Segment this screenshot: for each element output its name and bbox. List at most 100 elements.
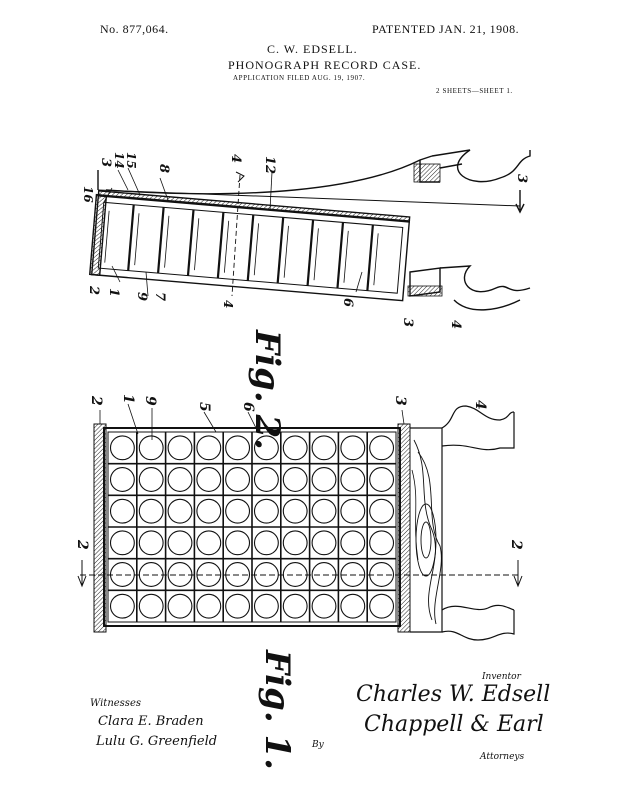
record-compartment (340, 435, 366, 461)
by-label: By (312, 740, 324, 750)
record-compartment (167, 467, 193, 492)
record-compartment (138, 498, 164, 524)
ref-5: 5 (196, 402, 212, 412)
ref-4-ornament: 4 (472, 400, 488, 410)
application-filed: APPLICATION FILED AUG. 19, 1907. (233, 74, 366, 82)
record-compartment (167, 593, 193, 619)
record-compartment (253, 498, 279, 524)
record-compartment (311, 593, 337, 619)
sheet-count: 2 SHEETS—SHEET 1. (436, 87, 513, 95)
ref-1-top: 1 (120, 394, 136, 404)
ref-16: 16 (81, 186, 95, 203)
ref-9: 9 (134, 292, 149, 301)
ref-12: 12 (262, 156, 277, 174)
record-compartment (167, 498, 193, 524)
ref-3-bottom: 3 (400, 318, 415, 327)
record-compartment (196, 593, 222, 619)
ref-7: 7 (152, 292, 167, 301)
ref-2: 2 (86, 285, 101, 295)
ref-6: 6 (340, 298, 355, 307)
figure-2-label: Fig. 2. (247, 329, 287, 450)
record-compartment (109, 530, 135, 556)
record-compartment (196, 530, 222, 556)
ref-15: 15 (124, 152, 138, 169)
record-compartment (167, 530, 193, 556)
record-compartment (109, 467, 135, 492)
record-compartment (225, 498, 251, 524)
record-compartment (167, 435, 193, 461)
record-compartment (369, 498, 395, 524)
patent-number: No. 877,064. (100, 22, 169, 36)
record-compartment (167, 562, 193, 587)
patent-title: PHONOGRAPH RECORD CASE. (228, 58, 422, 72)
record-compartment (369, 593, 395, 619)
ref-4-bottom: 4 (221, 300, 235, 308)
inventor-label: Inventor (482, 672, 521, 682)
record-compartment (138, 562, 164, 587)
figure-1-label: Fig. 1. (257, 649, 297, 770)
record-compartment (225, 467, 251, 492)
ref-2-left: 2 (74, 539, 90, 550)
ref-6-top: 6 (240, 402, 256, 412)
record-compartment (225, 593, 251, 619)
record-compartment (369, 435, 395, 461)
record-compartment (311, 435, 337, 461)
record-compartment (369, 530, 395, 556)
record-compartment (138, 435, 164, 461)
record-compartment (311, 562, 337, 587)
record-compartment (253, 593, 279, 619)
record-compartment (138, 530, 164, 556)
record-compartment (282, 530, 308, 556)
ref-3-top: 3 (98, 158, 113, 167)
attorney-signature: Chappell & Earl (364, 712, 544, 737)
record-compartment (340, 498, 366, 524)
record-compartment (340, 467, 366, 492)
record-compartment (253, 530, 279, 556)
figure-2-reference-numerals: 3 14 15 8 4 12 3 16 2 1 9 7 4 6 3 4 (81, 152, 529, 329)
record-compartment (253, 562, 279, 587)
record-compartment (109, 593, 135, 619)
figure-1-reference-numerals: 2 1 9 5 6 3 4 2 2 (74, 394, 524, 550)
record-compartment (253, 435, 279, 461)
record-compartment (138, 467, 164, 492)
record-compartment (369, 562, 395, 587)
record-compartment (282, 562, 308, 587)
record-compartment (311, 530, 337, 556)
record-compartment (282, 593, 308, 619)
record-compartment (225, 562, 251, 587)
record-compartment (196, 435, 222, 461)
ref-3-frame: 3 (392, 396, 408, 406)
record-compartment (282, 435, 308, 461)
ref-4-top: 4 (228, 154, 243, 163)
record-compartment (196, 498, 222, 524)
record-compartment (225, 530, 251, 556)
record-compartment (311, 498, 337, 524)
record-compartment (282, 467, 308, 492)
ref-3-right: 3 (514, 174, 529, 183)
witnesses-label: Witnesses (90, 698, 141, 709)
patent-date: PATENTED JAN. 21, 1908. (372, 22, 520, 36)
attorneys-label: Attorneys (480, 752, 525, 762)
record-compartment (225, 435, 251, 461)
ref-14: 14 (112, 152, 126, 169)
record-compartment (369, 467, 395, 492)
ref-1: 1 (106, 288, 121, 297)
ref-9-top: 9 (142, 396, 158, 406)
record-compartment (196, 467, 222, 492)
ref-2-right: 2 (508, 539, 524, 550)
ref-4-leg: 4 (448, 320, 463, 329)
record-compartment (109, 435, 135, 461)
ref-2-top: 2 (88, 395, 104, 406)
record-compartment (340, 530, 366, 556)
record-compartment (340, 593, 366, 619)
record-compartment (109, 562, 135, 587)
figure-1-drawing (77, 403, 523, 641)
figure-2-drawing (88, 149, 531, 311)
witness-1-signature: Clara E. Braden (98, 714, 204, 729)
record-compartment (340, 562, 366, 587)
record-compartment (311, 467, 337, 492)
witness-2-signature: Lulu G. Greenfield (96, 734, 218, 749)
record-compartment (138, 593, 164, 619)
record-compartment (282, 498, 308, 524)
